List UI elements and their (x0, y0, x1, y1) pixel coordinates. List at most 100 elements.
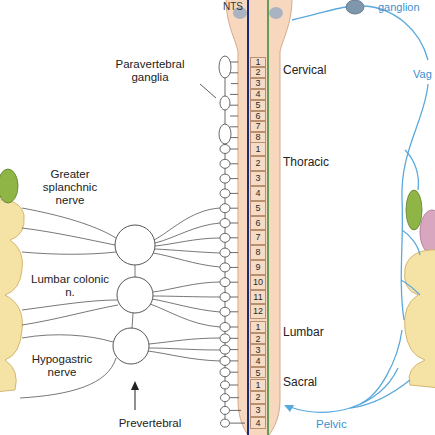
spinal-segment: 5 (250, 367, 266, 378)
ramus (230, 94, 238, 95)
nerve (153, 253, 220, 267)
ganglion (220, 293, 230, 302)
ramus (230, 327, 238, 328)
vagus-branch (401, 280, 420, 295)
spinal-segment: 7 (250, 121, 266, 132)
ramus (230, 137, 238, 138)
spinal-segment: 7 (250, 230, 266, 245)
segment-number: 4 (255, 418, 260, 428)
vagus-branch (405, 150, 418, 190)
ramus (230, 149, 238, 150)
spinal-segment: 6 (250, 111, 266, 122)
leader-line (200, 84, 216, 98)
ramus (230, 338, 238, 339)
spinal-segment: 2 (250, 67, 266, 78)
nerve (22, 305, 118, 325)
spinal-segment: 2 (250, 391, 266, 404)
nerve (153, 282, 220, 292)
nerve (149, 338, 220, 344)
segment-number: 3 (255, 345, 260, 355)
vagus-nerve (292, 7, 347, 20)
spinal-segment: 1 (250, 321, 266, 332)
organ-left (0, 169, 18, 203)
nerve (22, 335, 113, 342)
nerve (153, 296, 220, 297)
arrow-head (284, 405, 294, 412)
arrow-head (131, 381, 139, 390)
ramus (230, 126, 238, 127)
ramus (230, 105, 238, 106)
spinal-segment: 8 (250, 245, 266, 260)
ganglion (220, 307, 230, 316)
segment-number: 3 (255, 173, 260, 183)
segment-number: 3 (255, 78, 260, 88)
vagus-nerve (401, 84, 428, 320)
text-label: Lumbar (283, 326, 343, 339)
pelvic-nerve (360, 330, 402, 404)
text-label: Greater splanchnic nerve (32, 168, 108, 207)
nerve (132, 313, 133, 328)
ganglion (219, 56, 231, 78)
ganglion (220, 145, 230, 154)
spinal-segment: 4 (250, 186, 266, 201)
segment-number: 1 (255, 380, 260, 390)
segment-number: 2 (255, 392, 260, 402)
ramus (230, 223, 238, 224)
segment-number: 1 (255, 57, 260, 67)
spinal-segment: 2 (250, 333, 266, 344)
nerve (149, 348, 220, 350)
text-label: Lumbar colonic n. (25, 273, 115, 299)
segment-number: 3 (255, 405, 260, 415)
ganglion (221, 419, 230, 427)
ganglion (220, 278, 230, 287)
text-label: Thoracic (283, 156, 343, 169)
segment-number: 1 (255, 322, 260, 332)
ramus (230, 297, 238, 298)
pelvic-nerve (350, 380, 410, 408)
ganglion (220, 334, 230, 343)
ganglion (220, 368, 230, 377)
nerve (22, 228, 115, 245)
ramus (230, 237, 238, 238)
ramus (230, 349, 238, 350)
text-label: Cervical (283, 64, 338, 77)
ganglion (221, 381, 230, 389)
vagus-nerve (364, 6, 428, 60)
segment-number: 4 (255, 188, 260, 198)
spinal-segment: 9 (250, 260, 266, 275)
segment-number: 7 (255, 232, 260, 242)
segment-number: 10 (253, 277, 263, 287)
spinal-segment: 4 (250, 355, 266, 366)
nerve (135, 265, 136, 277)
segment-number: 7 (255, 121, 260, 131)
spinal-segment: 1 (250, 142, 266, 157)
ganglion (220, 159, 230, 168)
nerve (152, 299, 220, 312)
ramus (230, 163, 238, 164)
text-label: ganglion (378, 1, 435, 14)
ramus (230, 410, 241, 411)
ramus (230, 360, 238, 361)
ganglion (220, 233, 230, 242)
segment-number: 5 (255, 368, 260, 378)
spinal-segment: 3 (250, 404, 266, 417)
nerve (22, 208, 116, 238)
segment-number: 1 (255, 144, 260, 154)
organ-right (420, 210, 435, 254)
nerve (22, 252, 116, 254)
text-label: Prevertebral (95, 417, 205, 430)
spinal-segment: 1 (250, 57, 266, 68)
ganglion (220, 356, 230, 365)
vagus-branch (402, 230, 420, 255)
ramus (230, 72, 238, 73)
spinal-segment: 11 (250, 290, 266, 305)
segment-number: 6 (255, 111, 260, 121)
segment-number: 2 (255, 334, 260, 344)
ganglion (219, 124, 231, 144)
spinal-segment: 10 (250, 275, 266, 290)
ramus (230, 423, 245, 424)
ramus (230, 208, 238, 209)
segment-number: 5 (255, 203, 260, 213)
ganglion (220, 189, 230, 198)
